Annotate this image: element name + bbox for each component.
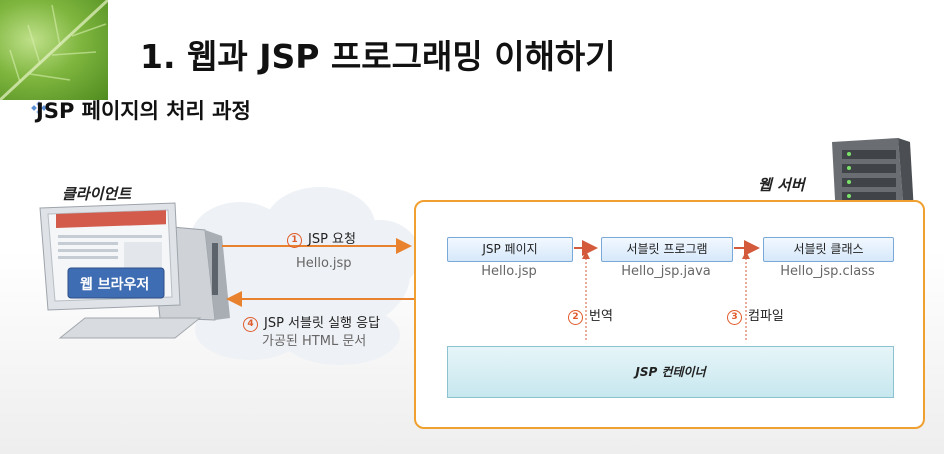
- response-label: 4 JSP 서블릿 실행 응답: [243, 312, 380, 332]
- request-file: Hello.jsp: [296, 256, 352, 271]
- translate-step-number: 2: [568, 310, 583, 325]
- translate-step-label: 2 번역: [568, 305, 613, 325]
- translate-text: 번역: [589, 309, 613, 324]
- request-label: 1 JSP 요청: [287, 228, 356, 248]
- response-detail: 가공된 HTML 문서: [262, 330, 366, 349]
- request-step-number: 1: [287, 233, 302, 248]
- servlet-class-file: Hello_jsp.class: [763, 264, 892, 279]
- compile-step-number: 3: [727, 310, 742, 325]
- jsp-container: JSP 컨테이너: [447, 346, 894, 398]
- servlet-program-file: Hello_jsp.java: [601, 264, 731, 279]
- compile-text: 컴파일: [748, 309, 784, 324]
- response-step-number: 4: [243, 317, 258, 332]
- jsp-page-node: JSP 페이지: [447, 237, 573, 262]
- jsp-page-file: Hello.jsp: [447, 264, 571, 279]
- response-text: JSP 서블릿 실행 응답: [264, 316, 380, 331]
- request-text: JSP 요청: [308, 232, 356, 247]
- servlet-program-node: 서블릿 프로그램: [601, 237, 733, 262]
- servlet-class-node: 서블릿 클래스: [763, 237, 894, 262]
- compile-step-label: 3 컴파일: [727, 305, 784, 325]
